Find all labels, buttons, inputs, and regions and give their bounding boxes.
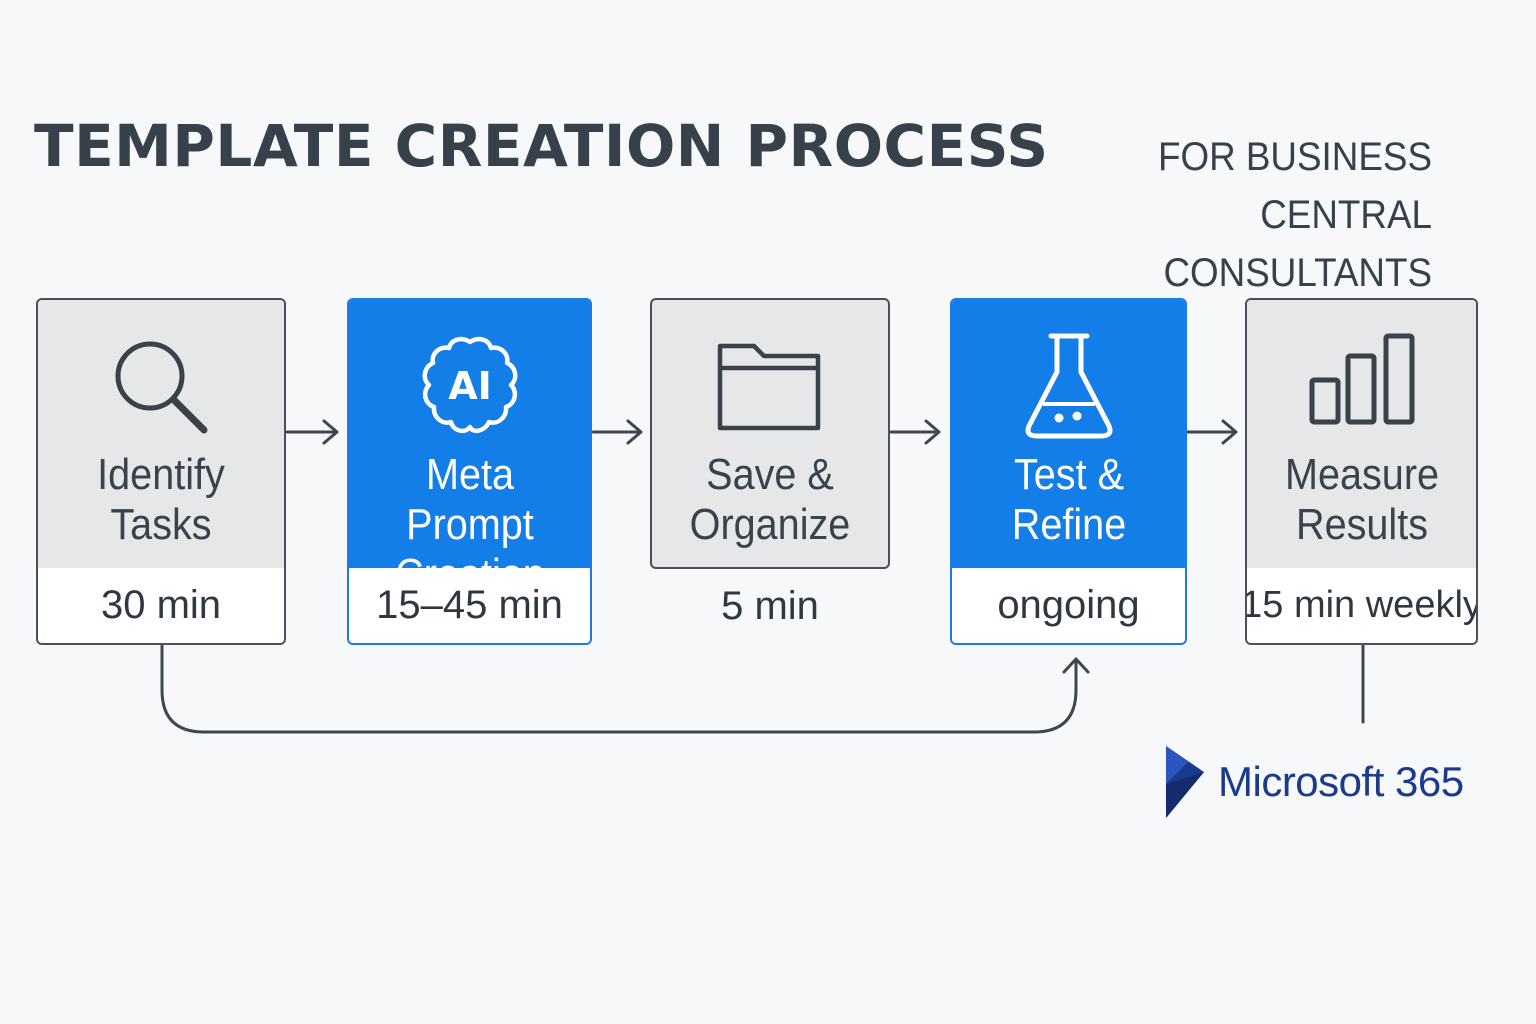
step-time: 15–45 min	[349, 568, 590, 643]
step-save-organize: Save & Organize	[650, 298, 890, 569]
dynamics-logo-icon	[1166, 746, 1204, 818]
step-identify-tasks: Identify Tasks 30 min	[36, 298, 286, 645]
folder-icon	[717, 343, 821, 431]
step-time: 5 min	[721, 584, 819, 628]
step-meta-prompt-creation: AI Meta Prompt Creation 15–45 min	[347, 298, 592, 645]
step-label: Save & Organize	[689, 450, 851, 549]
ai-icon-text: AI	[448, 364, 492, 408]
brand-name: Microsoft 365	[1218, 758, 1464, 805]
bar-chart-icon	[1309, 333, 1414, 425]
page-subtitle: FOR BUSINESS CENTRAL CONSULTANTS	[1157, 135, 1432, 295]
step-time: 15 min weekly	[1247, 568, 1476, 643]
step-time: 30 min	[38, 568, 284, 643]
feedback-loop-arrow	[160, 644, 1078, 734]
page-title: TEMPLATE CREATION PROCESS	[34, 112, 1049, 180]
step-measure-results: Measure Results 15 min weekly	[1245, 298, 1478, 645]
ai-brain-icon: AI	[422, 336, 517, 434]
magnifier-icon	[115, 341, 208, 434]
step-label: Measure Results	[1284, 450, 1439, 549]
flask-icon	[1025, 333, 1112, 439]
step-test-refine: Test & Refine ongoing	[950, 298, 1187, 645]
step-label: Identify Tasks	[97, 450, 225, 549]
step-label: Test & Refine	[1011, 450, 1126, 549]
brand-logo: Microsoft 365	[1164, 744, 1464, 820]
step-time: ongoing	[952, 568, 1185, 643]
